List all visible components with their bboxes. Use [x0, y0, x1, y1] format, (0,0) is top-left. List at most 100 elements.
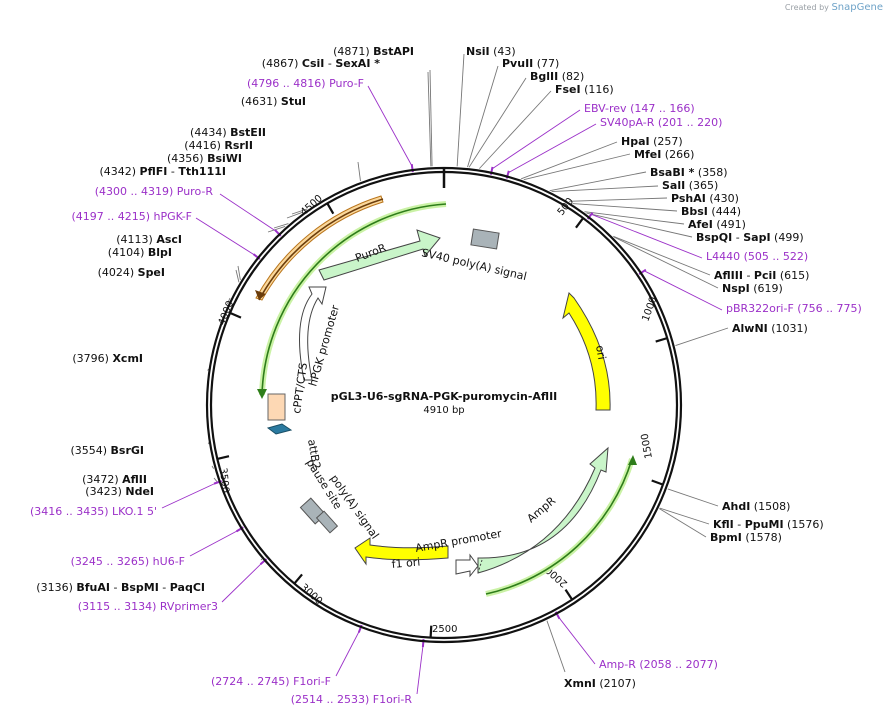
- label-part: -: [167, 165, 178, 178]
- enzyme-label: (3554) BsrGI: [70, 444, 144, 457]
- enzyme-label: PvuII (77): [502, 57, 559, 70]
- label-part: (1576): [784, 518, 824, 531]
- attb2-marker: [266, 423, 293, 435]
- label-part: hU6-F: [153, 555, 185, 568]
- label-part: (2058 .. 2077): [639, 658, 718, 671]
- label-part: FseI: [555, 83, 581, 96]
- label-part: Puro-F: [329, 77, 364, 90]
- label-part: (4871): [333, 45, 373, 58]
- enzyme-leader: [546, 620, 566, 673]
- enzyme-leader: [659, 507, 710, 525]
- label-part: Puro-R: [177, 185, 214, 198]
- label-part: pBR322ori-F: [726, 302, 797, 315]
- enzyme-leader: [291, 208, 308, 215]
- tick-mark: [575, 217, 584, 229]
- label-part: -: [732, 231, 743, 244]
- label-part: BstEII: [230, 126, 266, 139]
- ampr-arrow: [477, 446, 609, 574]
- primer-leader: [221, 562, 263, 603]
- enzyme-leader: [584, 211, 685, 225]
- label-part: AlwNI: [732, 322, 768, 335]
- label-part: (4024): [98, 266, 138, 279]
- label-part: BsaBI *: [650, 166, 695, 179]
- label-part: AhdI: [722, 500, 750, 513]
- orf-orange-arrowhead: [255, 290, 266, 300]
- label-part: BlpI: [148, 246, 172, 259]
- label-part: (43): [490, 45, 516, 58]
- label-part: (615): [776, 269, 809, 282]
- enzyme-leader: [586, 212, 693, 238]
- primer-label: (3416 .. 3435) LKO.1 5': [30, 505, 157, 518]
- enzyme-label: FseI (116): [555, 83, 614, 96]
- plasmid-name: pGL3-U6-sgRNA-PGK-puromycin-AflII: [331, 390, 558, 403]
- enzyme-leader: [468, 77, 527, 168]
- label-part: BspQI: [696, 231, 732, 244]
- primer-label: (3245 .. 3265) hU6-F: [71, 555, 185, 568]
- enzyme-leader: [260, 558, 263, 561]
- label-part: (201 .. 220): [658, 116, 723, 129]
- enzyme-label: BsaBI * (358): [650, 166, 728, 179]
- cppt-cts-box: [267, 393, 286, 421]
- primer-label: EBV-rev (147 .. 166): [584, 102, 695, 115]
- leader-lines: [161, 53, 729, 695]
- label-part: (619): [750, 282, 783, 295]
- label-part: (2514 .. 2533): [291, 693, 373, 706]
- enzyme-leader: [667, 488, 719, 507]
- enzyme-label: HpaI (257): [621, 135, 683, 148]
- enzyme-label: AflIII - PciI (615): [714, 269, 809, 282]
- label-part: PciI: [754, 269, 776, 282]
- enzyme-leader: [523, 153, 631, 181]
- primer-leader: [416, 645, 424, 695]
- label-part: BglII: [530, 70, 558, 83]
- label-part: (147 .. 166): [630, 102, 695, 115]
- enzyme-label: (4356) BsiWI: [167, 152, 242, 165]
- enzyme-leader: [429, 69, 433, 167]
- credit-prefix: Created by: [784, 3, 829, 12]
- label-part: (266): [661, 148, 694, 161]
- hpgk-promoter-arrow: [299, 286, 327, 381]
- enzyme-label: AhdI (1508): [722, 500, 790, 513]
- enzyme-leader: [675, 327, 729, 346]
- primer-label: (4300 .. 4319) Puro-R: [95, 185, 214, 198]
- orf-green-left: [261, 203, 447, 396]
- label-part: (4434): [190, 126, 230, 139]
- enzyme-label: (4342) PflFI - Tth111I: [99, 165, 226, 178]
- enzyme-label: (3423) NdeI: [85, 485, 154, 498]
- label-part: (1508): [750, 500, 790, 513]
- label-part: (4867): [262, 57, 302, 70]
- pause-site-box: [299, 497, 339, 534]
- enzyme-label: (4024) SpeI: [98, 266, 165, 279]
- enzyme-leader: [286, 211, 303, 219]
- site-labels: (4871) BstAPI(4867) CsiI - SexAI *(4631)…: [30, 45, 862, 706]
- label-part: F1ori-F: [293, 675, 331, 688]
- primer-label: (4796 .. 4816) Puro-F: [247, 77, 364, 90]
- enzyme-label: MfeI (266): [634, 148, 694, 161]
- f1-ori-arrow: [354, 537, 449, 566]
- label-part: (499): [771, 231, 804, 244]
- label-part: AfeI: [688, 218, 713, 231]
- label-part: -: [159, 581, 170, 594]
- label-part: (3554): [70, 444, 110, 457]
- primer-leader: [591, 213, 703, 259]
- primer-label: Amp-R (2058 .. 2077): [599, 658, 718, 671]
- label-part: (505 .. 522): [744, 250, 809, 263]
- label-part: SV40pA-R: [600, 116, 658, 129]
- enzyme-label: (4871) BstAPI: [333, 45, 414, 58]
- puror-arrow: [318, 229, 441, 281]
- enzyme-label: PshAI (430): [671, 192, 739, 205]
- label-part: (756 .. 775): [797, 302, 862, 315]
- tick-mark: [217, 455, 230, 460]
- enzyme-label: (3472) AflII: [82, 473, 147, 486]
- label-part: CsiI: [302, 57, 324, 70]
- orf-orange: [258, 198, 384, 301]
- tick-mark: [429, 625, 433, 638]
- enzyme-leader: [613, 236, 719, 289]
- enzyme-label: AlwNI (1031): [732, 322, 808, 335]
- f1-ori-label: f1 ori: [391, 556, 421, 571]
- label-part: (3472): [82, 473, 122, 486]
- label-part: -: [743, 269, 754, 282]
- enzyme-label: (4867) CsiI - SexAI *: [262, 57, 380, 70]
- orf-orange-band: [255, 195, 384, 301]
- label-part: BpmI: [710, 531, 742, 544]
